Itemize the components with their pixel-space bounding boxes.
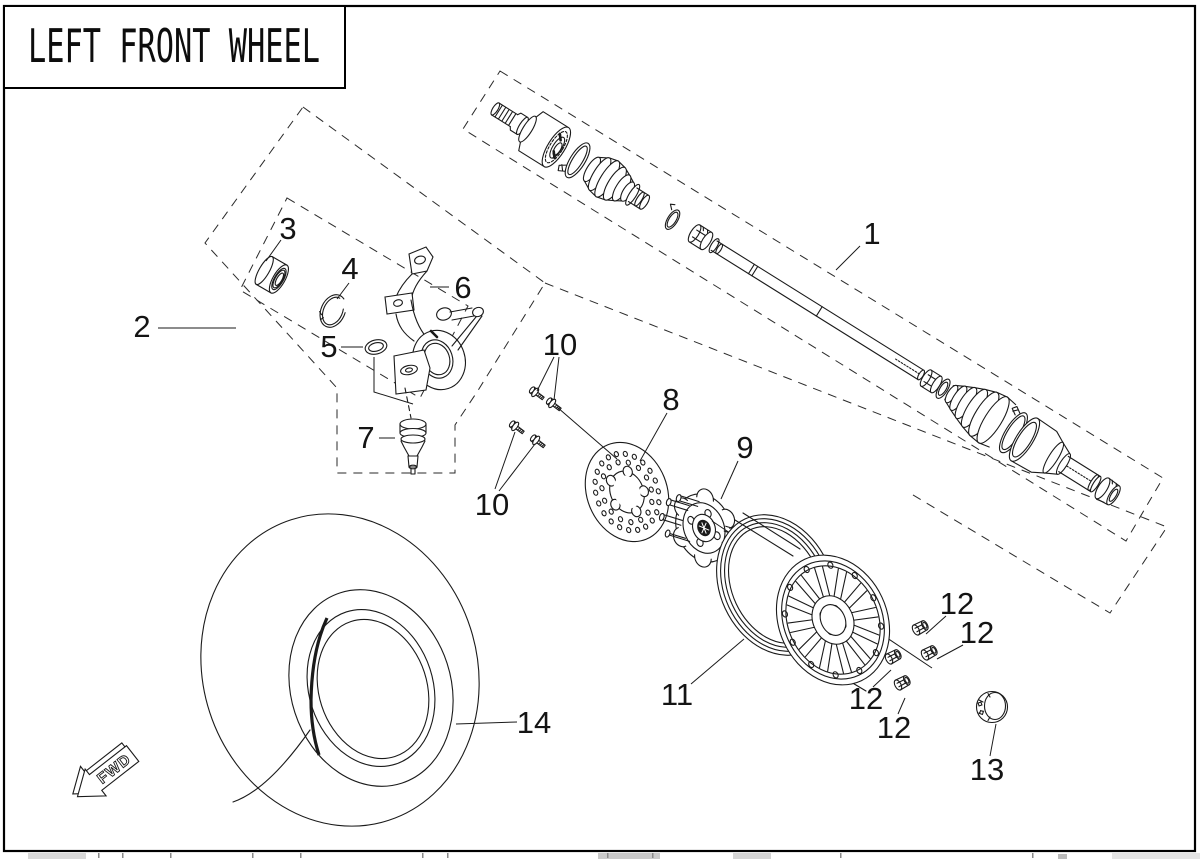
- callout-9: 9: [736, 430, 753, 465]
- fwd-arrow: FWD: [72, 742, 140, 798]
- callout-12a: 12: [940, 586, 974, 621]
- callout-13: 13: [970, 752, 1004, 787]
- callout-10a: 10: [543, 327, 577, 362]
- callout-5: 5: [320, 329, 337, 364]
- callout-8: 8: [662, 382, 679, 417]
- tire-drawing: [200, 513, 480, 827]
- lug-nut-drawing: [911, 620, 929, 636]
- page-bottom-sliver: [0, 852, 1200, 859]
- rim-face: [775, 554, 891, 686]
- callout-3: 3: [279, 211, 296, 246]
- axle-shaft-drawing: [708, 238, 926, 381]
- brake-disc-drawing: [584, 441, 670, 543]
- knuckle-group-boundary: [204, 106, 546, 474]
- lug-nut-drawing: [884, 649, 902, 665]
- boot-clamp-small-drawing: [664, 203, 681, 230]
- boot-clamp-large-drawing: [557, 142, 591, 179]
- callout-12c: 12: [849, 681, 883, 716]
- callout-6: 6: [454, 270, 471, 305]
- callout-4: 4: [341, 251, 358, 286]
- callout-12b: 12: [960, 615, 994, 650]
- bolt-drawing: [508, 420, 525, 435]
- knuckle-drawing: [384, 246, 484, 395]
- wheel-rim-drawing: [716, 512, 891, 692]
- group-boundaries: [204, 70, 1168, 614]
- title-box: LEFT FRONT WHEEL: [3, 5, 346, 89]
- bearing-drawing: [254, 255, 290, 294]
- callout-11: 11: [661, 677, 693, 712]
- outer-cv-joint-drawing: [1008, 417, 1102, 493]
- leader-lines: [158, 239, 997, 757]
- axle-assembly-drawing: [490, 102, 1121, 506]
- lug-nut-drawing: [893, 675, 911, 691]
- hub-drawing: [658, 488, 747, 568]
- center-cap-drawing: [975, 690, 1009, 724]
- lug-nut-drawing: [920, 645, 938, 661]
- outer-boot-clamp-drawing: [998, 405, 1028, 454]
- inner-cv-boot-drawing: [582, 156, 651, 210]
- axle-group-boundary: [462, 70, 1164, 542]
- page-title: LEFT FRONT WHEEL: [28, 19, 320, 73]
- callouts: 1 2 3 4 5 6 7 8 9 10 10 11 12 12 12 12 1…: [133, 211, 1004, 787]
- ball-joint-drawing: [399, 387, 427, 475]
- callout-12d: 12: [877, 710, 911, 745]
- shaft-nut-drawing: [687, 224, 714, 251]
- callout-10b: 10: [475, 487, 509, 522]
- callout-14: 14: [517, 705, 551, 740]
- axle-nut-drawing: [1094, 477, 1121, 506]
- callout-7: 7: [357, 420, 374, 455]
- oring-drawing: [364, 339, 388, 355]
- callout-2: 2: [133, 309, 150, 344]
- bolt-drawing: [529, 434, 546, 449]
- lug-nuts-drawing: [884, 620, 938, 691]
- callout-1: 1: [863, 216, 880, 251]
- outer-cv-boot-drawing: [944, 384, 1017, 448]
